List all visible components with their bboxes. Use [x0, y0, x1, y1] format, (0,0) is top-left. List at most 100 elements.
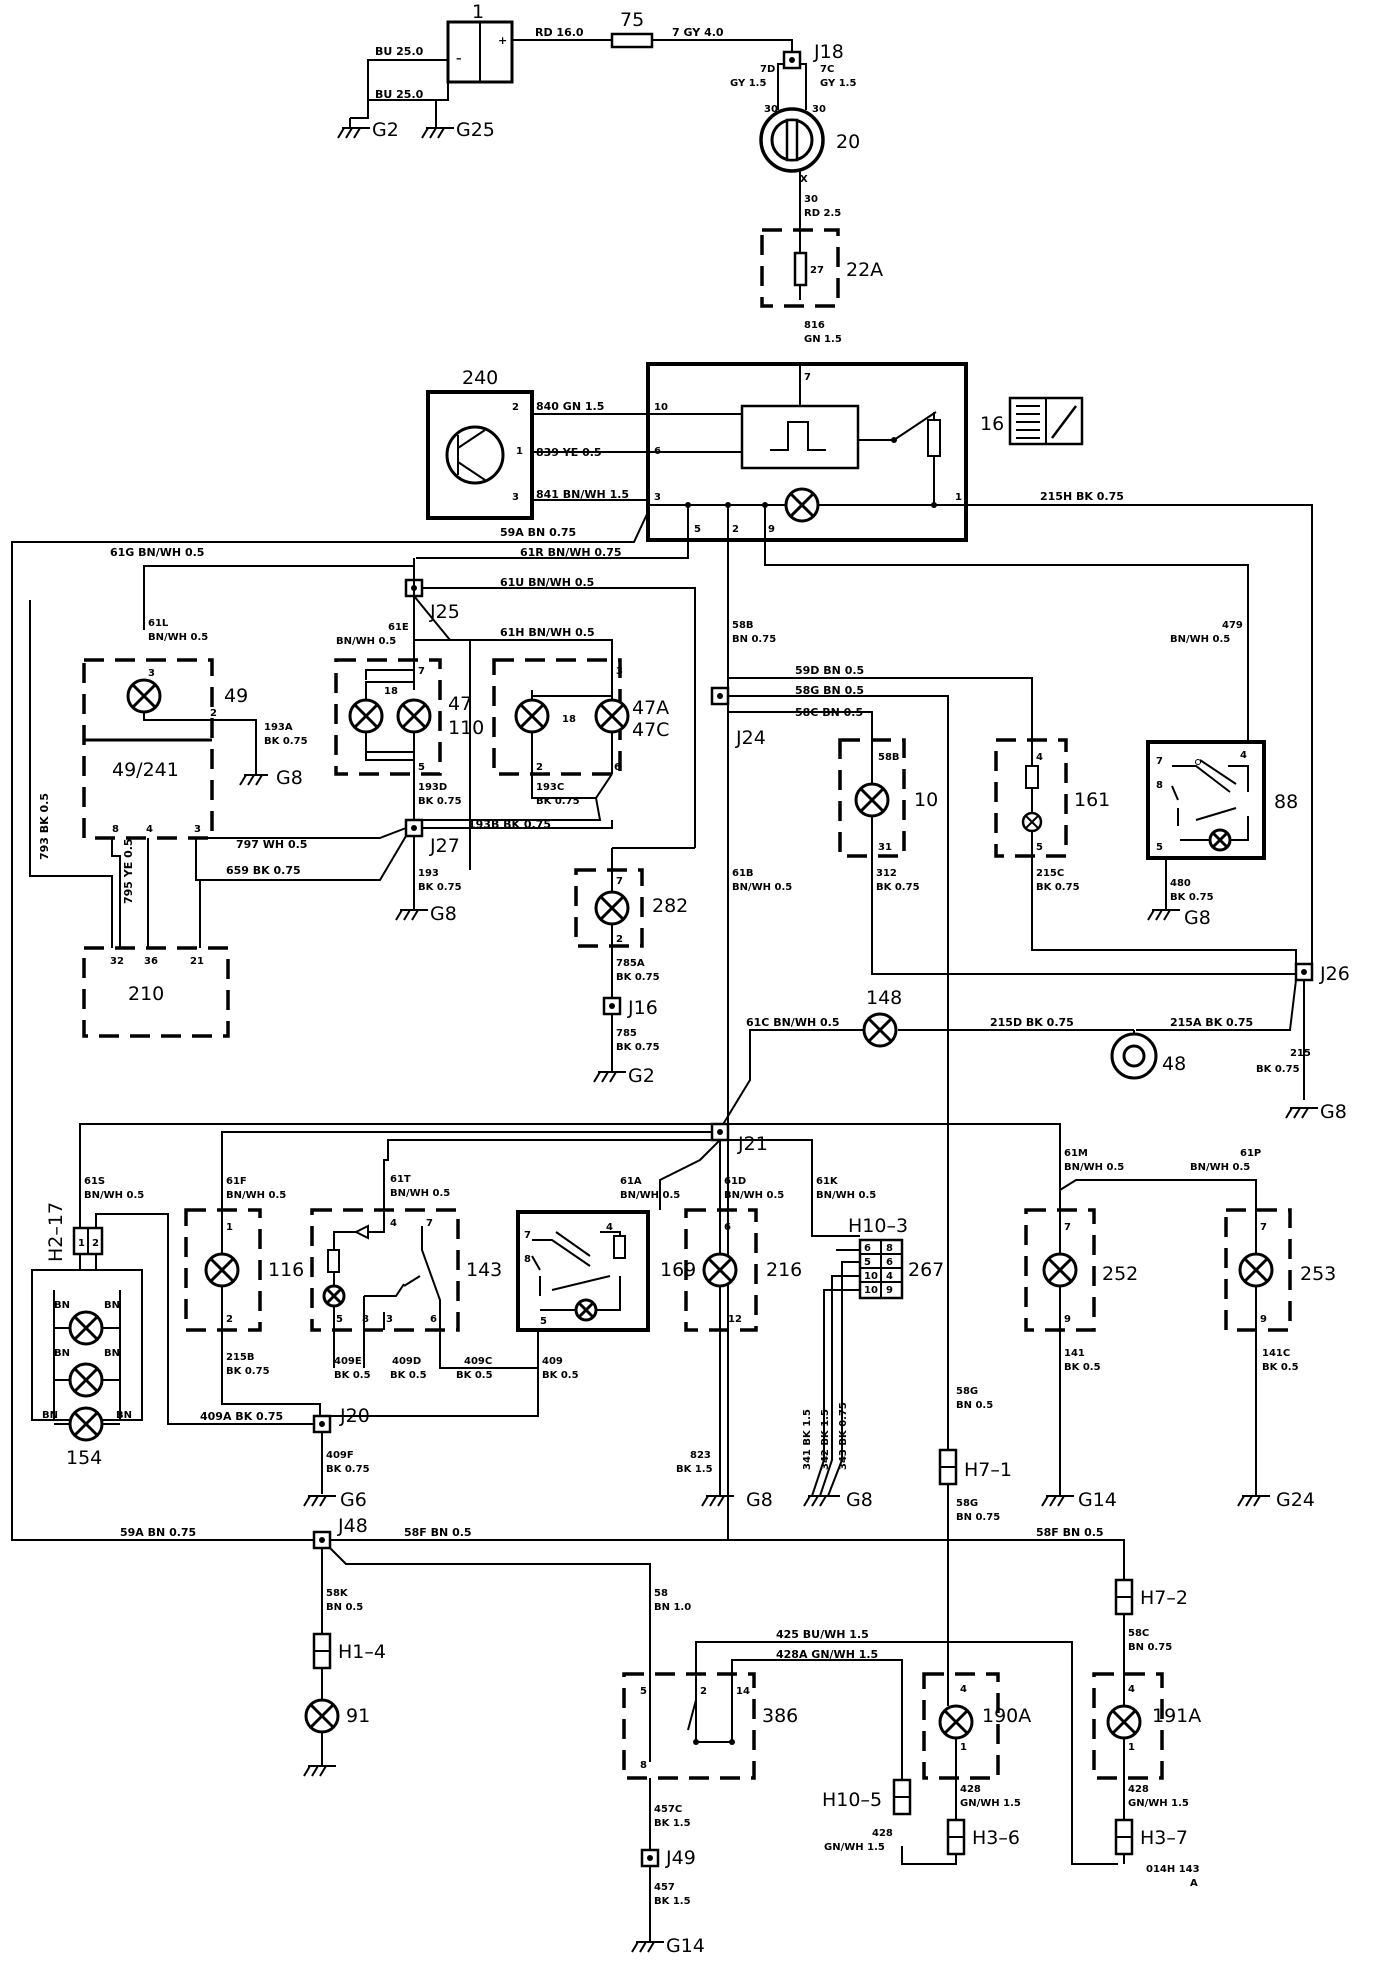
svg-text:795 YE 0.5: 795 YE 0.5: [122, 838, 135, 904]
svg-text:BK 0.75: BK 0.75: [536, 796, 580, 807]
svg-text:2: 2: [512, 402, 519, 413]
svg-text:59A BN 0.75: 59A BN 0.75: [120, 1526, 196, 1539]
svg-text:386: 386: [762, 1705, 798, 1727]
svg-text:7: 7: [1064, 1222, 1071, 1233]
svg-text:J25: J25: [429, 601, 460, 623]
svg-text:267: 267: [908, 1259, 944, 1281]
svg-text:91: 91: [346, 1705, 370, 1727]
svg-text:7D: 7D: [760, 64, 775, 75]
lamp-191A: 41 191A: [1092, 1672, 1201, 1820]
svg-text:2: 2: [536, 762, 543, 773]
svg-text:8: 8: [640, 1760, 647, 1771]
battery-label: 1: [472, 1, 484, 23]
svg-text:6: 6: [864, 1243, 871, 1254]
svg-text:1: 1: [960, 1742, 967, 1753]
svg-text:BK 0.5: BK 0.5: [1262, 1362, 1299, 1373]
svg-text:4: 4: [1128, 1684, 1135, 1695]
svg-text:BK 0.5: BK 0.5: [390, 1370, 427, 1381]
svg-text:4: 4: [1036, 752, 1043, 763]
svg-text:480: 480: [1170, 878, 1191, 889]
svg-text:4: 4: [960, 1684, 967, 1695]
svg-text:G2: G2: [372, 119, 399, 141]
svg-text:7: 7: [418, 666, 425, 677]
ground-G6: G6: [303, 1489, 367, 1511]
svg-text:252: 252: [1102, 1263, 1138, 1285]
ground-G14a: G14: [1041, 1489, 1117, 1511]
ignition-switch-20: 20: [759, 107, 860, 173]
ground-G14b: G14: [631, 1935, 705, 1957]
svg-text:58G: 58G: [956, 1386, 978, 1397]
battery-1: –+ 1: [446, 1, 514, 84]
ground-unlabeled: [303, 1765, 336, 1777]
svg-text:61C BN/WH 0.5: 61C BN/WH 0.5: [746, 1016, 839, 1029]
svg-text:J20: J20: [339, 1405, 370, 1427]
lamp-216: 612 216: [684, 1208, 802, 1332]
lamp-253: 79 253: [1224, 1208, 1336, 1332]
svg-text:409: 409: [542, 1356, 563, 1367]
svg-text:BK 0.75: BK 0.75: [616, 972, 660, 983]
svg-text:G25: G25: [456, 119, 495, 141]
svg-text:8: 8: [362, 1314, 369, 1325]
svg-text:6: 6: [724, 1222, 731, 1233]
svg-text:+: +: [498, 34, 507, 47]
svg-text:479: 479: [1222, 620, 1243, 631]
svg-text:61F: 61F: [226, 1176, 247, 1187]
svg-text:J18: J18: [813, 41, 844, 63]
svg-text:BN/WH 0.5: BN/WH 0.5: [724, 1190, 784, 1201]
svg-text:2: 2: [210, 708, 217, 719]
svg-text:253: 253: [1300, 1263, 1336, 1285]
ground-G25: G25: [421, 100, 495, 141]
svg-text:7 GY 4.0: 7 GY 4.0: [672, 26, 724, 39]
svg-text:5: 5: [864, 1257, 871, 1268]
switch-169: 74 85 169: [516, 1210, 696, 1332]
svg-text:9: 9: [1260, 1314, 1267, 1325]
svg-text:GN/WH 1.5: GN/WH 1.5: [1128, 1798, 1189, 1809]
svg-text:49: 49: [224, 685, 248, 707]
svg-text:148: 148: [866, 987, 902, 1009]
svg-text:BN/WH 0.5: BN/WH 0.5: [226, 1190, 286, 1201]
svg-text:32: 32: [110, 956, 124, 967]
svg-text:BN: BN: [54, 1348, 70, 1359]
svg-text:BN/WH 0.5: BN/WH 0.5: [816, 1190, 876, 1201]
svg-text:841 BN/WH 1.5: 841 BN/WH 1.5: [536, 488, 629, 501]
svg-text:BK 0.75: BK 0.75: [326, 1464, 370, 1475]
svg-text:4: 4: [886, 1271, 893, 1282]
svg-text:3: 3: [194, 824, 201, 835]
svg-text:H2–17: H2–17: [45, 1202, 67, 1262]
svg-text:10: 10: [864, 1285, 878, 1296]
buzzer-48: 48: [1110, 1030, 1186, 1080]
svg-text:2: 2: [92, 1238, 99, 1249]
lamp-161: 4 5 161: [994, 738, 1110, 860]
junction-J48: J48: [312, 1515, 368, 1550]
svg-text:61A: 61A: [620, 1176, 642, 1187]
ground-G8f: G8: [803, 1489, 873, 1511]
svg-text:22A: 22A: [846, 259, 883, 281]
svg-text:61G BN/WH 0.5: 61G BN/WH 0.5: [110, 546, 204, 559]
junction-J49: J49: [640, 1847, 696, 1869]
svg-text:48: 48: [1162, 1053, 1186, 1075]
svg-text:4: 4: [1240, 750, 1247, 761]
junction-J20: J20: [312, 1405, 370, 1434]
svg-text:161: 161: [1074, 789, 1110, 811]
svg-text:215D BK 0.75: 215D BK 0.75: [990, 1016, 1074, 1029]
svg-text:G24: G24: [1276, 1489, 1315, 1511]
svg-text:7: 7: [804, 372, 811, 383]
svg-text:18: 18: [562, 714, 576, 725]
svg-text:6: 6: [614, 762, 621, 773]
svg-text:3: 3: [654, 492, 661, 503]
svg-text:193: 193: [418, 868, 439, 879]
svg-text:BK 1.5: BK 1.5: [654, 1818, 691, 1829]
svg-text:428: 428: [960, 1784, 981, 1795]
svg-text:5: 5: [1036, 842, 1043, 853]
svg-text:BK 0.75: BK 0.75: [226, 1366, 270, 1377]
svg-text:58F BN 0.5: 58F BN 0.5: [404, 1526, 472, 1539]
svg-text:36: 36: [144, 956, 158, 967]
svg-text:342 BK 1.5: 342 BK 1.5: [820, 1409, 831, 1470]
lamp-148: 148: [862, 987, 902, 1048]
svg-text:61R BN/WH 0.75: 61R BN/WH 0.75: [520, 546, 622, 559]
svg-text:61P: 61P: [1240, 1148, 1261, 1159]
